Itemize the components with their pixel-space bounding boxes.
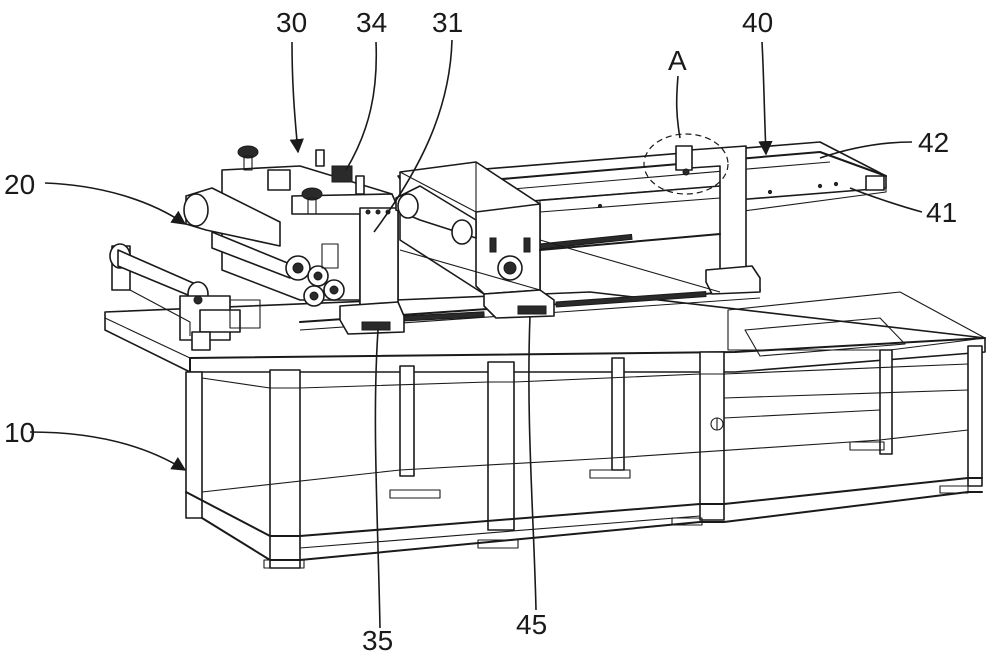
label-frame: 10 (4, 417, 35, 448)
label-unwinder: 20 (4, 169, 35, 200)
main-frame (104, 291, 986, 569)
unwinder (109, 243, 261, 351)
label-conveyor-base: 45 (516, 609, 547, 640)
label-detail-a: A (668, 45, 687, 76)
label-conveyor: 40 (742, 7, 773, 38)
label-feeder-base: 35 (362, 625, 393, 656)
label-feeder-housing: 31 (432, 7, 463, 38)
label-feeder: 30 (276, 7, 307, 38)
reference-labels: 10 20 30 34 31 35 45 A 40 42 41 (4, 7, 957, 656)
label-conveyor-rail: 41 (926, 197, 957, 228)
leader-lines (29, 39, 923, 629)
conveyor (395, 141, 887, 319)
label-feeder-motor: 34 (356, 7, 387, 38)
detail-circle-a (643, 133, 729, 195)
label-conveyor-belt: 42 (918, 127, 949, 158)
